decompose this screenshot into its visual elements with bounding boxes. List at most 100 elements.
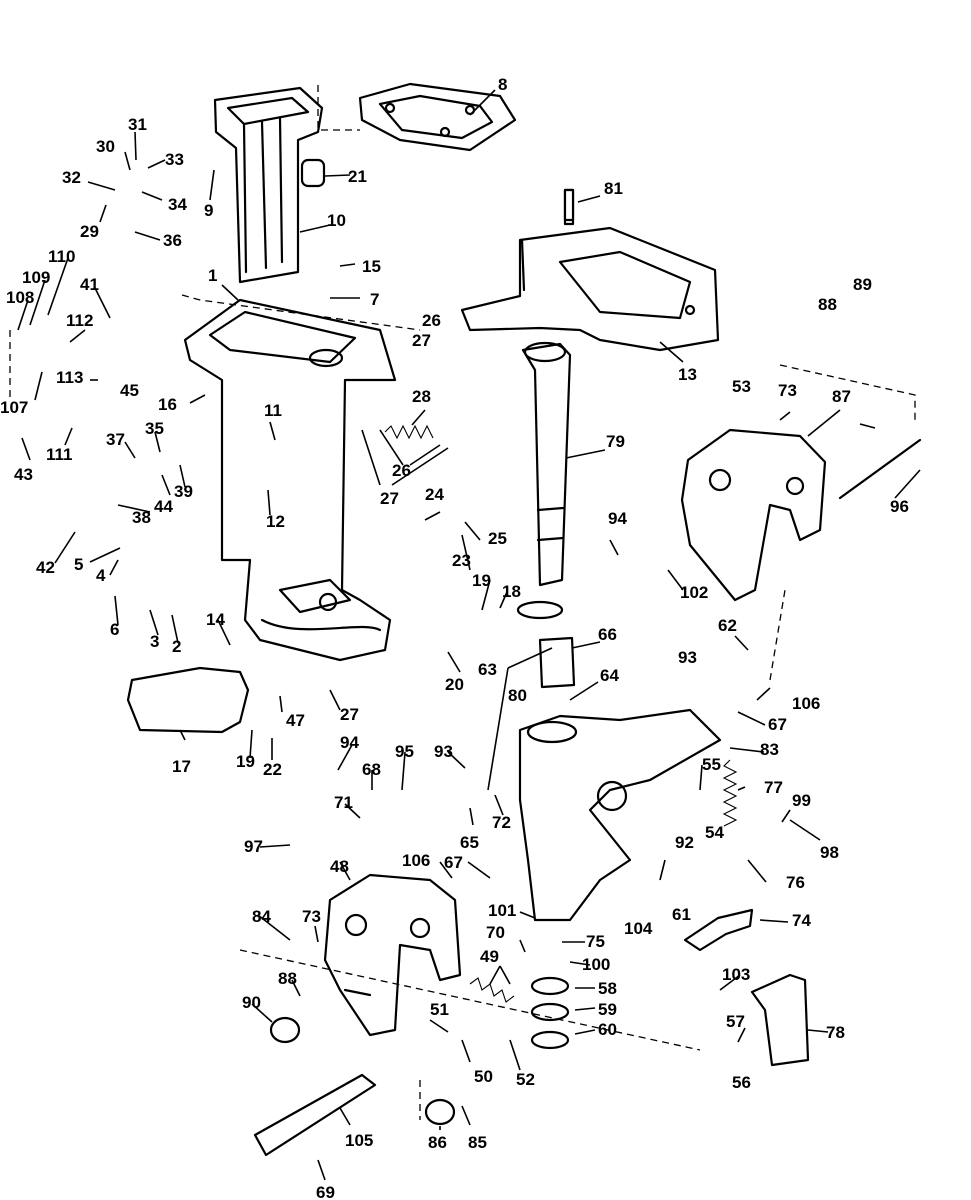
callout-57: 57 xyxy=(726,1012,745,1031)
callout-84: 84 xyxy=(252,907,271,926)
callout-87: 87 xyxy=(832,387,851,406)
callout-52: 52 xyxy=(516,1070,535,1089)
callout-67a: 67 xyxy=(768,715,787,734)
callout-99: 99 xyxy=(792,791,811,810)
callout-38: 38 xyxy=(132,508,151,527)
callout-85: 85 xyxy=(468,1133,487,1152)
callout-102: 102 xyxy=(680,583,708,602)
callout-100: 100 xyxy=(582,955,610,974)
callout-97: 97 xyxy=(244,837,263,856)
callout-59: 59 xyxy=(598,1000,617,1019)
callout-95: 95 xyxy=(395,742,414,761)
drive-shaft-housing-1 xyxy=(183,298,397,662)
callout-64: 64 xyxy=(600,666,619,685)
callout-21: 21 xyxy=(348,167,367,186)
callout-89: 89 xyxy=(853,275,872,294)
callout-8: 8 xyxy=(498,75,507,94)
callout-9: 9 xyxy=(204,201,213,220)
callout-13: 13 xyxy=(678,365,697,384)
callout-70: 70 xyxy=(486,923,505,942)
callout-28: 28 xyxy=(412,387,431,406)
callout-66: 66 xyxy=(598,625,617,644)
disc-86 xyxy=(424,1098,456,1126)
callout-88b: 88 xyxy=(278,969,297,988)
callout-16: 16 xyxy=(158,395,177,414)
callout-35: 35 xyxy=(145,419,164,438)
callout-4: 4 xyxy=(96,566,106,585)
cap-90 xyxy=(269,1016,301,1044)
callout-108: 108 xyxy=(6,288,34,307)
callout-76: 76 xyxy=(786,873,805,892)
callout-50: 50 xyxy=(474,1067,493,1086)
callout-12: 12 xyxy=(266,512,285,531)
callout-26a: 26 xyxy=(422,311,441,330)
callout-labels: 1 2 3 4 5 6 7 8 9 10 11 12 13 14 15 16 1… xyxy=(0,75,909,1200)
callout-54: 54 xyxy=(705,823,724,842)
assembly-lines xyxy=(9,85,916,1120)
callout-27a: 27 xyxy=(412,331,431,350)
callout-18: 18 xyxy=(502,582,521,601)
rod-96 xyxy=(838,438,922,500)
spring-77 xyxy=(722,759,738,827)
callout-88a: 88 xyxy=(818,295,837,314)
callout-10: 10 xyxy=(327,211,346,230)
callout-3: 3 xyxy=(150,632,159,651)
callout-75: 75 xyxy=(586,932,605,951)
callout-45: 45 xyxy=(120,381,139,400)
callout-49: 49 xyxy=(480,947,499,966)
swivel-bracket-top-13 xyxy=(460,188,720,352)
callout-65: 65 xyxy=(460,833,479,852)
callout-60: 60 xyxy=(598,1020,617,1039)
callout-14: 14 xyxy=(206,610,225,629)
callout-77: 77 xyxy=(764,778,783,797)
part-drawings xyxy=(126,82,922,1157)
callout-113: 113 xyxy=(56,368,83,387)
callout-110: 110 xyxy=(48,247,75,266)
callout-43: 43 xyxy=(14,465,33,484)
callout-92: 92 xyxy=(675,833,694,852)
callout-30: 30 xyxy=(96,137,115,156)
callout-74: 74 xyxy=(792,911,811,930)
callout-2: 2 xyxy=(172,637,181,656)
callout-98: 98 xyxy=(820,843,839,862)
bracket-78 xyxy=(750,973,810,1067)
callout-37: 37 xyxy=(106,430,125,449)
callout-25: 25 xyxy=(488,529,507,548)
callout-34: 34 xyxy=(168,195,187,214)
callout-68: 68 xyxy=(362,760,381,779)
callout-81: 81 xyxy=(604,179,623,198)
callout-23: 23 xyxy=(452,551,471,570)
callout-104: 104 xyxy=(624,919,653,938)
callout-111: 111 xyxy=(46,445,73,464)
bushing-66 xyxy=(538,636,576,689)
callout-5: 5 xyxy=(74,555,83,574)
callout-112: 112 xyxy=(66,311,93,330)
bushing-60 xyxy=(530,1030,570,1050)
ring-59 xyxy=(530,1002,570,1022)
tilt-lever-74 xyxy=(683,908,754,952)
callout-47: 47 xyxy=(286,711,305,730)
callout-71: 71 xyxy=(334,793,353,812)
callout-31: 31 xyxy=(128,115,147,134)
callout-27b: 27 xyxy=(380,489,399,508)
callout-29: 29 xyxy=(80,222,99,241)
callout-26b: 26 xyxy=(392,461,411,480)
ring-63 xyxy=(516,600,564,620)
stern-bracket-53 xyxy=(680,428,827,602)
callout-78: 78 xyxy=(826,1023,845,1042)
callout-80: 80 xyxy=(508,686,527,705)
callout-41: 41 xyxy=(80,275,99,294)
swivel-bracket-80 xyxy=(518,708,722,922)
callout-93a: 93 xyxy=(678,648,697,667)
callout-79: 79 xyxy=(606,432,625,451)
callout-19a: 19 xyxy=(472,571,491,590)
callout-leaders xyxy=(17,89,921,1181)
callout-69: 69 xyxy=(316,1183,335,1200)
swivel-tube-79 xyxy=(521,341,572,587)
callout-101: 101 xyxy=(488,901,516,920)
callout-105: 105 xyxy=(345,1131,373,1150)
bar-105 xyxy=(253,1073,377,1157)
callout-106a: 106 xyxy=(792,694,820,713)
callout-51: 51 xyxy=(430,1000,449,1019)
callout-73b: 73 xyxy=(302,907,321,926)
